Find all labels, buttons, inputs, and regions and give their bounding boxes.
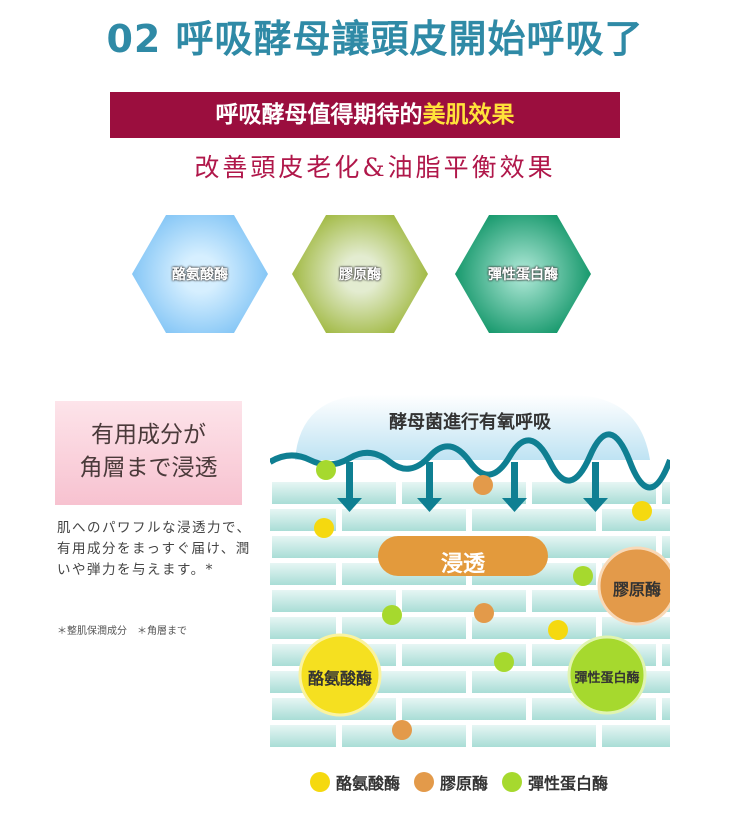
skin-cell bbox=[662, 644, 670, 666]
skin-cell bbox=[270, 617, 336, 639]
molecule-dot bbox=[573, 566, 593, 586]
hexagon-elastase: 彈性蛋白酶 bbox=[455, 215, 591, 333]
hexagon-label: 酪氨酸酶 bbox=[172, 267, 228, 283]
penetrate-label: 浸透 bbox=[440, 552, 485, 577]
molecule-dot bbox=[473, 475, 493, 495]
hexagon-tyrosinase: 酪氨酸酶 bbox=[132, 215, 268, 333]
skin-cell bbox=[270, 563, 336, 585]
diagram-header: 酵母菌進行有氧呼吸 bbox=[389, 412, 551, 433]
skin-cell bbox=[662, 482, 670, 504]
skin-cell bbox=[342, 617, 466, 639]
skin-cell bbox=[272, 482, 396, 504]
legend-label: 彈性蛋白酶 bbox=[528, 774, 609, 793]
hexagon-label: 膠原酶 bbox=[339, 267, 381, 283]
arrow-down-icon bbox=[417, 462, 442, 512]
dome bbox=[295, 395, 650, 460]
legend-dot-green bbox=[502, 772, 523, 792]
collagenase-label: 膠原酶 bbox=[612, 580, 661, 599]
collagenase-circle bbox=[597, 546, 670, 626]
subtitle: 改善頭皮老化&油脂平衡效果 bbox=[194, 153, 556, 182]
skin-cell bbox=[662, 536, 670, 558]
tyrosinase-circle bbox=[298, 633, 382, 717]
skin-cell bbox=[662, 698, 670, 720]
box-line-2: 角層まで浸透 bbox=[79, 455, 218, 481]
highlight-box: 有用成分が角層まで浸透 bbox=[55, 401, 242, 505]
hexagon-collagenase: 膠原酶 bbox=[292, 215, 428, 333]
skin-surface-line bbox=[270, 431, 670, 491]
legend-dot-orange bbox=[414, 772, 435, 792]
box-line-1: 有用成分が bbox=[91, 422, 206, 448]
molecule-dot bbox=[494, 652, 514, 672]
molecules bbox=[314, 460, 652, 740]
skin-cell bbox=[472, 725, 596, 747]
legend: 酪氨酸酶 膠原酶 彈性蛋白酶 bbox=[310, 770, 608, 794]
legend-label: 酪氨酸酶 bbox=[336, 774, 401, 793]
molecule-dot bbox=[392, 720, 412, 740]
molecule-dot bbox=[632, 501, 652, 521]
banner-highlight: 美肌效果 bbox=[422, 102, 515, 128]
skin-cell bbox=[402, 590, 526, 612]
banner: 呼吸酵母值得期待的美肌效果 bbox=[110, 92, 620, 138]
arrow-down-icon bbox=[583, 462, 608, 512]
molecule-dot bbox=[316, 460, 336, 480]
molecule-dot bbox=[314, 518, 334, 538]
hexagon-label: 彈性蛋白酶 bbox=[488, 267, 558, 283]
legend-label: 膠原酶 bbox=[440, 774, 489, 793]
molecule-dot bbox=[382, 605, 402, 625]
arrow-down-icon bbox=[502, 462, 527, 512]
molecule-dot bbox=[474, 603, 494, 623]
elastase-label: 彈性蛋白酶 bbox=[574, 671, 640, 686]
page-title: 02 呼吸酵母讓頭皮開始呼吸了 bbox=[106, 17, 644, 61]
skin-cell bbox=[602, 509, 670, 531]
skin-cell bbox=[472, 509, 596, 531]
skin-cell bbox=[402, 698, 526, 720]
skin-cell bbox=[602, 725, 670, 747]
arrows bbox=[337, 462, 608, 512]
skin-diagram bbox=[270, 395, 670, 747]
skin-cell bbox=[272, 590, 396, 612]
molecule-dot bbox=[548, 620, 568, 640]
penetrate-pill bbox=[378, 536, 548, 576]
description: 肌へのパワフルな浸透力で、有用成分をまっすぐ届け、潤いや弾力を与えます。* bbox=[57, 520, 252, 578]
tyrosinase-label: 酪氨酸酶 bbox=[307, 669, 372, 688]
elastase-circle bbox=[567, 635, 647, 715]
skin-cell bbox=[270, 725, 336, 747]
legend-dot-yellow bbox=[310, 772, 330, 792]
arrow-down-icon bbox=[337, 462, 362, 512]
footnote: ＊整肌保潤成分 ＊角層まで bbox=[57, 626, 187, 637]
skin-cell bbox=[472, 671, 596, 693]
banner-text: 呼吸酵母值得期待的 bbox=[215, 102, 423, 128]
skin-cell bbox=[342, 509, 466, 531]
skin-cell bbox=[602, 617, 670, 639]
skin-cell bbox=[272, 536, 396, 558]
